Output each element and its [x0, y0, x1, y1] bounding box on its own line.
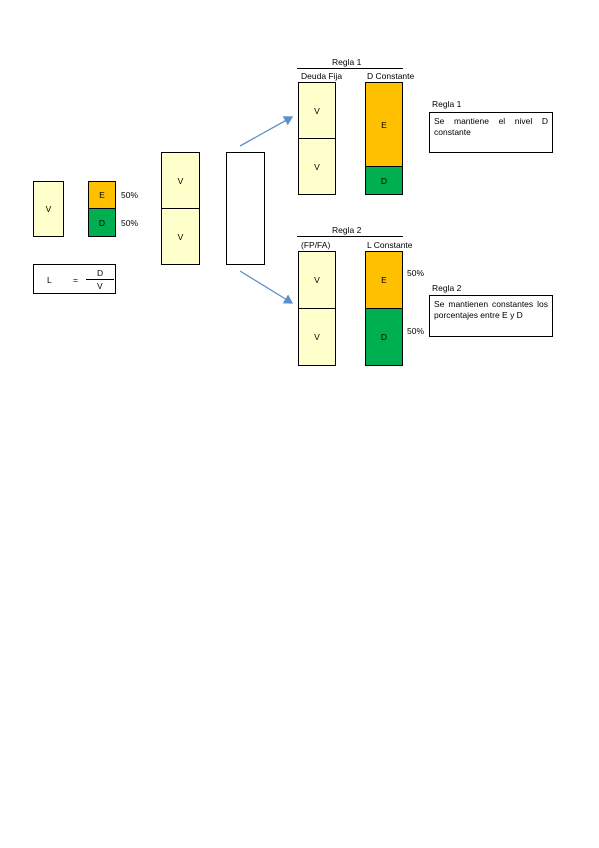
- regla2-value-top-block: V: [298, 251, 336, 309]
- regla2-title-underline: [297, 236, 403, 237]
- regla1-note-text: Se mantiene el nivel D constante: [434, 116, 548, 137]
- regla1-note-title: Regla 1: [432, 99, 462, 109]
- regla1-title: Regla 1: [332, 57, 362, 67]
- initial-debt-block: D: [88, 208, 116, 237]
- regla2-title: Regla 2: [332, 225, 362, 235]
- middle-value-top-label: V: [177, 175, 184, 186]
- regla1-title-underline: [297, 68, 403, 69]
- regla2-note-text: Se mantienen constantes los porcentajes …: [434, 299, 548, 320]
- regla1-equity-block: E: [365, 82, 403, 167]
- middle-value-bottom-block: V: [161, 208, 200, 265]
- regla1-value-top-block: V: [298, 82, 336, 139]
- regla1-equity-label: E: [381, 119, 387, 130]
- formula-fraction-bar: [86, 279, 114, 280]
- formula-equals: =: [73, 275, 78, 285]
- regla1-debt-label: D: [380, 175, 388, 186]
- leverage-formula-box: L = D V: [33, 264, 116, 294]
- formula-denominator: V: [97, 281, 103, 291]
- regla2-equity-label: E: [381, 275, 387, 285]
- regla2-value-bottom-label: V: [314, 332, 320, 342]
- regla1-debt-block: D: [365, 166, 403, 195]
- formula-lhs: L: [47, 275, 52, 285]
- initial-debt-percent: 50%: [121, 218, 139, 228]
- regla2-equity-percent: 50%: [407, 268, 425, 278]
- regla2-equity-block: E: [365, 251, 403, 309]
- regla2-debt-percent: 50%: [407, 326, 425, 336]
- middle-value-bottom-label: V: [177, 231, 184, 242]
- regla2-debt-block: D: [365, 308, 403, 366]
- regla2-value-bottom-block: V: [298, 308, 336, 366]
- regla1-col2-header: D Constante: [367, 71, 415, 81]
- middle-empty-block: [226, 152, 265, 265]
- initial-equity-percent: 50%: [121, 190, 139, 200]
- regla2-note-box: Se mantienen constantes los porcentajes …: [429, 295, 553, 337]
- initial-value-block: V: [33, 181, 64, 237]
- regla2-col2-header: L Constante: [367, 240, 413, 250]
- regla1-col1-header: Deuda Fija: [301, 71, 343, 81]
- formula-numerator: D: [97, 268, 104, 278]
- initial-value-label: V: [45, 204, 52, 214]
- regla2-value-top-label: V: [314, 275, 320, 285]
- initial-debt-label: D: [98, 217, 106, 228]
- initial-equity-label: E: [99, 190, 105, 200]
- regla2-col1-header: (FP/FA): [301, 240, 331, 250]
- regla1-value-bottom-block: V: [298, 138, 336, 195]
- regla2-debt-label: D: [380, 332, 388, 342]
- regla1-value-top-label: V: [314, 105, 320, 116]
- arrow-to-regla2: [239, 270, 294, 304]
- regla1-value-bottom-label: V: [314, 161, 320, 172]
- regla2-note-title: Regla 2: [432, 283, 462, 293]
- regla1-note-box: Se mantiene el nivel D constante: [429, 112, 553, 153]
- arrow-to-regla1: [239, 116, 294, 147]
